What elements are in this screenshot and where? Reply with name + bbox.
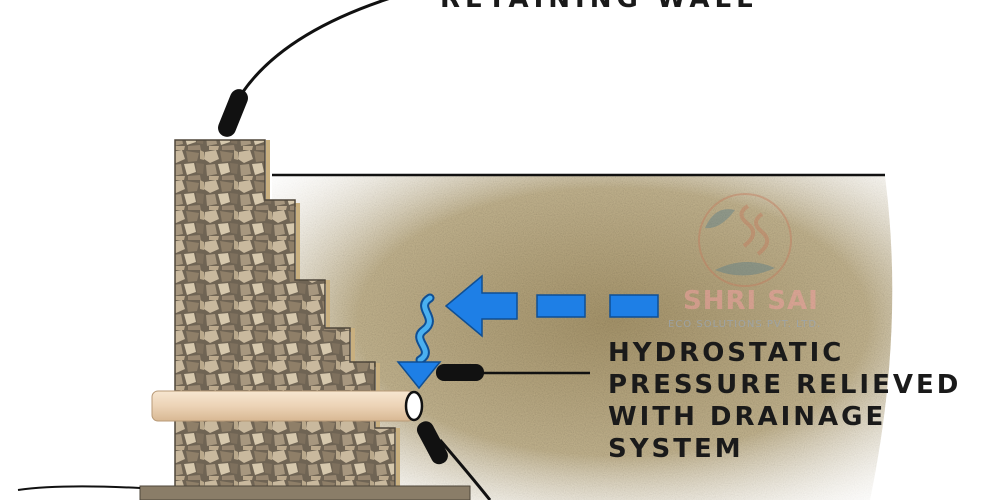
title-leader-cap [218, 89, 248, 137]
drainage-pipe [151, 390, 424, 422]
title-leader [230, 0, 390, 111]
callout-line-4: SYSTEM [608, 434, 744, 464]
callout-line-2: PRESSURE RELIEVED [608, 370, 962, 400]
arrow-left-icon [444, 274, 659, 338]
wall-footing [139, 485, 471, 501]
watermark-name: SHRI SAI [683, 286, 819, 316]
watermark-subtitle: ECO SOLUTIONS PVT. LTD. [668, 319, 822, 330]
callout-line-3: WITH DRAINAGE [608, 402, 887, 432]
callout-line-1: HYDROSTATIC [608, 338, 845, 368]
callout-leader-cap [436, 364, 484, 381]
watermark-logo [698, 193, 792, 287]
bottom-leader [438, 439, 492, 501]
toe-ground [17, 485, 141, 491]
title-label: RETAINING WALL [440, 0, 758, 12]
water-drop-icon [396, 293, 442, 390]
bottom-leader-cap [416, 421, 448, 465]
backfill-soil [272, 176, 893, 500]
